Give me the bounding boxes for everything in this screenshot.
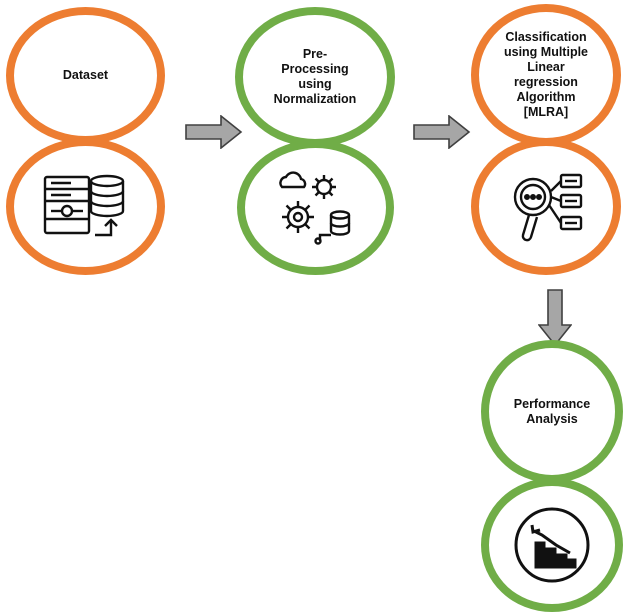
- preprocessing-icon-node: [237, 140, 394, 275]
- declining-bar-chart-icon: [512, 505, 592, 585]
- performance-title-node: Performance Analysis: [481, 340, 623, 483]
- performance-icon-node: [481, 478, 623, 612]
- performance-title: Performance Analysis: [513, 396, 591, 426]
- magnifier-list-analysis-icon: [505, 171, 587, 243]
- classification-title: Classification using Multiple Linear reg…: [503, 30, 589, 119]
- dataset-title: Dataset: [62, 68, 109, 82]
- classification-icon-node: [471, 138, 621, 275]
- classification-title-node: Classification using Multiple Linear reg…: [471, 4, 621, 146]
- flow-arrow-down: [538, 289, 572, 347]
- dataset-title-node: Dataset: [6, 7, 165, 144]
- database-server-upload-icon: [41, 171, 131, 243]
- flow-arrow-right-1: [185, 115, 243, 149]
- flow-arrow-right-2: [413, 115, 471, 149]
- preprocessing-title-node: Pre- Processing using Normalization: [235, 7, 395, 147]
- cloud-gears-database-icon: [272, 170, 360, 245]
- dataset-icon-node: [6, 138, 165, 275]
- preprocessing-title: Pre- Processing using Normalization: [273, 47, 357, 106]
